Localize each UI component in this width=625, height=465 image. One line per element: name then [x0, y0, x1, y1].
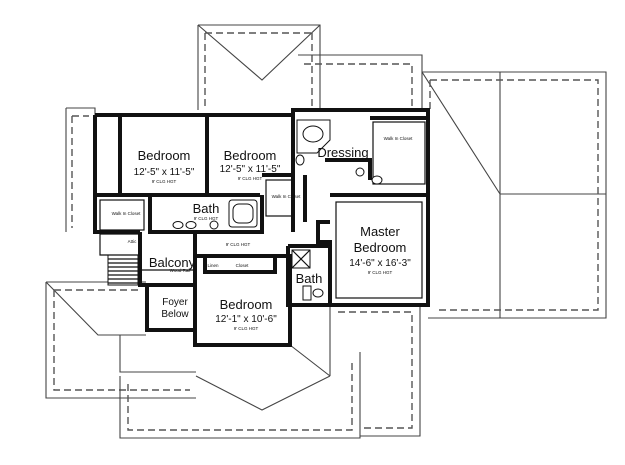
bedroom-2-size: 12'-5" x 11'-5" — [220, 164, 281, 175]
room-label-bath-2: Bath — [296, 271, 323, 286]
hall-ceiling-label: 9' CLG HGT — [226, 242, 251, 247]
closet-label-3: Walk In Closet — [384, 136, 414, 141]
bath-2-name: Bath — [296, 271, 323, 286]
bath-1-name: Bath — [193, 201, 220, 216]
attic-label: Attic — [128, 239, 138, 244]
bedroom-1-name: Bedroom — [138, 148, 191, 163]
foyer-line1: Foyer — [162, 297, 188, 308]
wood-rail-label: Wood Rail — [170, 268, 191, 273]
bedroom-3-name: Bedroom — [220, 297, 273, 312]
room-label-dressing: Dressing — [317, 145, 368, 160]
room-label-bedroom-2: Bedroom 12'-5" x 11'-5" 9' CLG HGT — [220, 148, 281, 181]
room-label-balcony: Balcony — [149, 255, 196, 270]
closet-label: Closet — [236, 263, 250, 268]
master-name-line2: Bedroom — [354, 240, 407, 255]
dressing-name: Dressing — [317, 145, 368, 160]
detail-lines — [99, 121, 426, 330]
master-name-line1: Master — [360, 224, 400, 239]
bedroom-3-size: 12'-1" x 10'-6" — [215, 314, 277, 325]
bedroom-1-size: 12'-5" x 11'-5" — [134, 167, 195, 178]
closet-label-1: Walk In Closet — [112, 211, 142, 216]
closet-label-2: Walk In Closet — [272, 194, 302, 199]
roof-outlines — [45, 24, 607, 439]
fixtures — [172, 119, 383, 301]
bedroom-2-ceiling: 9' CLG HGT — [238, 176, 263, 181]
room-label-bath-1: Bath 9' CLG HGT — [193, 201, 220, 221]
room-label-master-bedroom: Master Bedroom 14'-6" x 16'-3" 9' CLG HG… — [349, 224, 411, 275]
bath-1-ceiling: 9' CLG HGT — [194, 216, 219, 221]
bedroom-1-ceiling: 9' CLG HGT — [152, 179, 177, 184]
foyer-line2: Below — [161, 309, 189, 320]
room-label-bedroom-1: Bedroom 12'-5" x 11'-5" 9' CLG HGT — [134, 148, 195, 184]
room-label-foyer: Foyer Below — [161, 297, 189, 320]
master-size: 14'-6" x 16'-3" — [349, 258, 411, 269]
walls — [93, 108, 430, 347]
master-ceiling: 9' CLG HGT — [368, 270, 393, 275]
linen-label: Linen — [207, 263, 219, 268]
bedroom-2-name: Bedroom — [224, 148, 277, 163]
bedroom-3-ceiling: 9' CLG HGT — [234, 326, 259, 331]
room-label-bedroom-3: Bedroom 12'-1" x 10'-6" 9' CLG HGT — [215, 297, 277, 331]
balcony-name: Balcony — [149, 255, 196, 270]
small-annotations: Walk In Closet Walk In Closet Walk In Cl… — [112, 136, 414, 273]
